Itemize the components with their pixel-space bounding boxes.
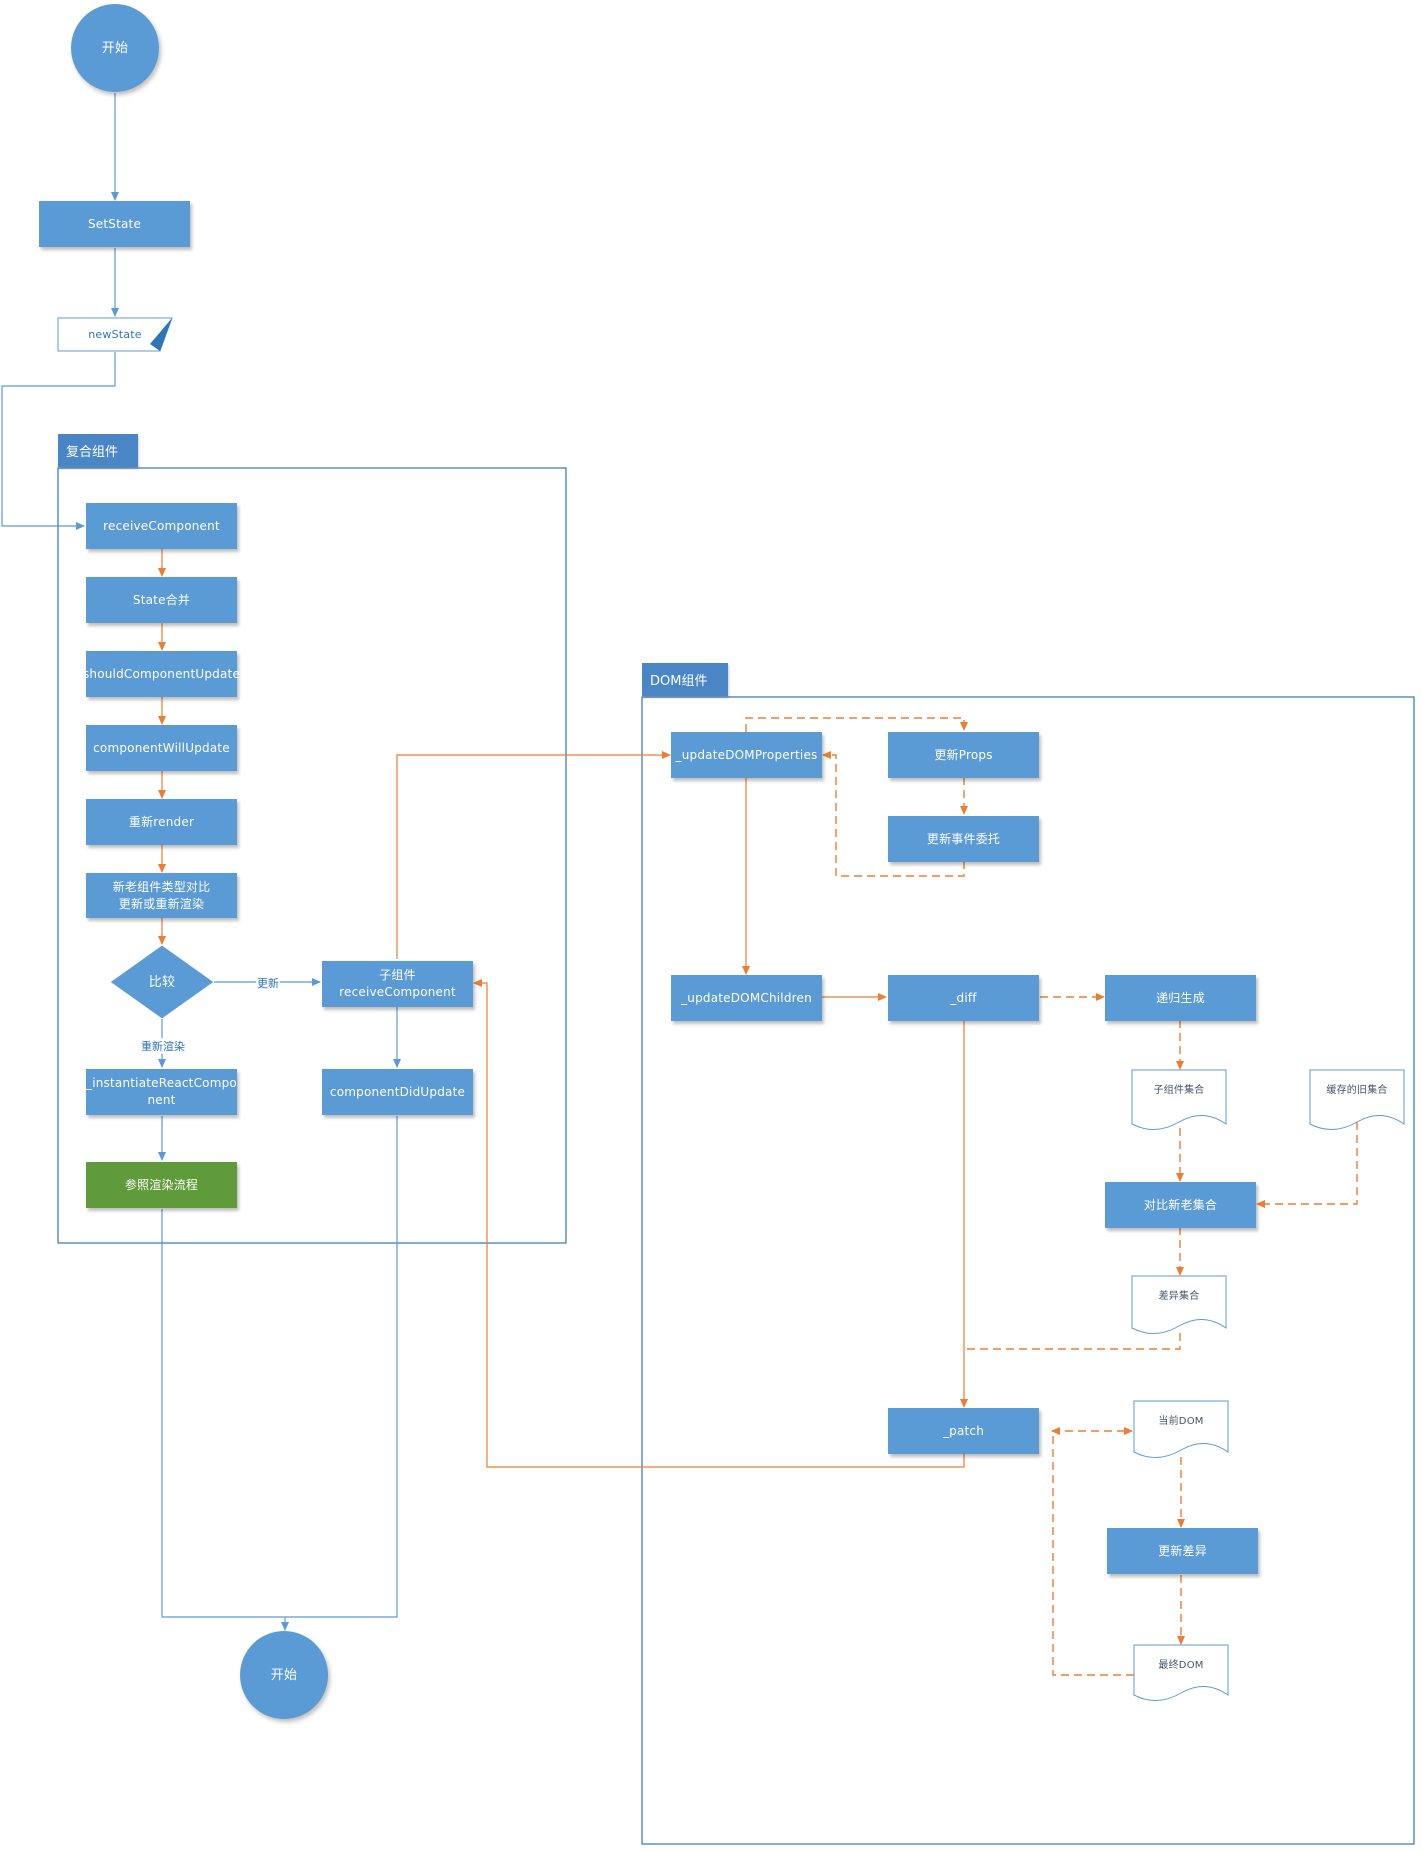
component-will-update-box: componentWillUpdate [86, 725, 237, 771]
edge-patch-child [473, 979, 965, 1468]
newstate-input: newState [88, 328, 142, 341]
current-dom-doc: 当前DOM [1158, 1416, 1204, 1427]
update-dom-children-box: _updateDOMChildren [671, 975, 822, 1021]
compare-label: 比较 [148, 974, 176, 990]
edge-cachedset-compareset [1256, 1122, 1358, 1208]
render-flow-box: 参照渲染流程 [86, 1162, 237, 1208]
dom-container-title: DOM组件 [642, 663, 728, 696]
final-dom-shape [1133, 1644, 1229, 1701]
recursive-generate-box: 递归生成 [1105, 975, 1256, 1021]
edge-domprops-updateprops [745, 717, 968, 732]
instantiate-react-component-box: _instantiateReactCompo nent [86, 1069, 237, 1115]
edge-newstate-receive [1, 352, 116, 530]
update-diff-box: 更新差异 [1107, 1528, 1258, 1574]
child-receive-component-box: 子组件 receiveComponent [322, 961, 473, 1007]
edge-event-domprops [822, 751, 965, 877]
final-dom-doc: 最终DOM [1158, 1660, 1204, 1671]
edge-didupdate-end [285, 1116, 398, 1618]
edge-renderflow-end [161, 1209, 289, 1631]
child-set-doc: 子组件集合 [1153, 1085, 1205, 1096]
state-merge-box: State合并 [86, 577, 237, 623]
current-dom-shape [1133, 1400, 1229, 1458]
edge-finaldom-patch [1052, 1431, 1134, 1676]
diff-set-doc: 差异集合 [1158, 1291, 1200, 1302]
update-props-box: 更新Props [888, 732, 1039, 778]
update-dom-properties-box: _updateDOMProperties [671, 732, 822, 778]
child-set-shape [1131, 1069, 1227, 1130]
rerender-box: 重新render [86, 799, 237, 845]
composite-container [57, 467, 567, 1244]
setstate-box: SetState [39, 201, 190, 247]
should-component-update-box: shouldComponentUpdate [83, 651, 240, 697]
newstate-fold [150, 318, 172, 351]
dom-container [641, 696, 1415, 1845]
edge-label-update: 更新 [256, 975, 280, 991]
receive-component-box: receiveComponent [86, 503, 237, 549]
edge-label-rerender: 重新渲染 [140, 1038, 186, 1054]
patch-box: _patch [888, 1408, 1039, 1454]
compare-sets-box: 对比新老集合 [1105, 1182, 1256, 1228]
update-event-delegation-box: 更新事件委托 [888, 816, 1039, 862]
diff-set-shape [1131, 1275, 1227, 1334]
start-bottom-node: 开始 [240, 1631, 328, 1719]
compare-types-box: 新老组件类型对比 更新或重新渲染 [86, 873, 237, 918]
orange-solid-edges [158, 549, 968, 1468]
edge-child-domprops [396, 751, 671, 959]
blue-edges [1, 93, 401, 1631]
start-top-node: 开始 [71, 4, 159, 92]
composite-container-title: 复合组件 [58, 434, 138, 467]
edge-diffset-patch [964, 1333, 1181, 1350]
cached-set-shape [1309, 1069, 1405, 1130]
component-did-update-box: componentDidUpdate [322, 1069, 473, 1115]
cached-old-set-doc: 缓存的旧集合 [1326, 1085, 1388, 1096]
orange-dashed-edges [745, 717, 1358, 1676]
diff-box: _diff [888, 975, 1039, 1021]
